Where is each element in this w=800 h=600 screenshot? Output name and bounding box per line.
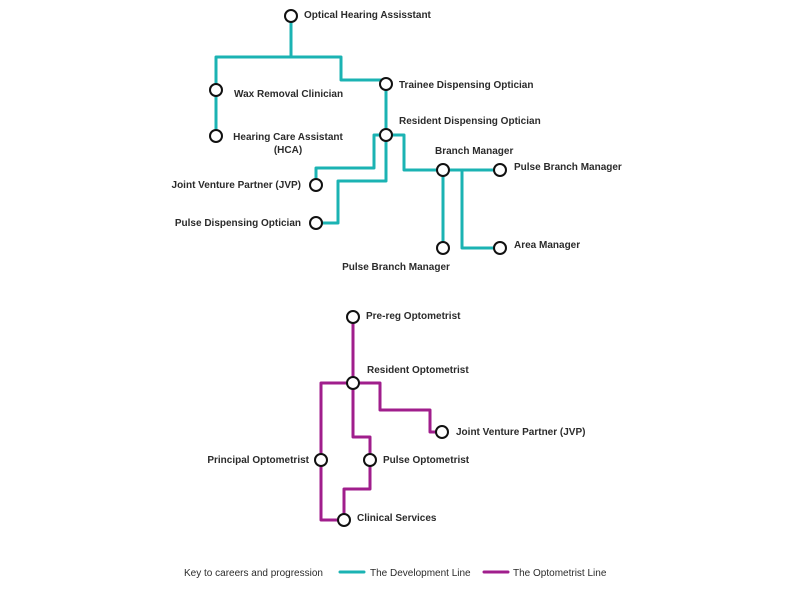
label-joint-venture-partner-dev: Joint Venture Partner (JVP) [172,180,301,191]
station-trainee-dispensing-optician [379,77,393,91]
label-hearing-care-assistant-abbr: (HCA) [274,145,302,156]
label-pulse-optometrist: Pulse Optometrist [383,455,470,466]
label-resident-dispensing-optician: Resident Dispensing Optician [399,116,541,127]
legend-development-label: The Development Line [370,568,471,579]
station-clinical-services [337,513,351,527]
label-pulse-branch-manager-bottom: Pulse Branch Manager [342,262,450,273]
dev-track-trunk [214,14,293,138]
dev-track-to-area [450,168,502,250]
station-wax-removal-clinician [209,83,223,97]
opt-track-to-principal [319,381,355,462]
label-resident-optometrist: Resident Optometrist [367,365,469,376]
label-branch-manager: Branch Manager [435,146,513,157]
station-prereg-optometrist [346,310,360,324]
legend-optometrist-label: The Optometrist Line [513,568,607,579]
station-pulse-branch-manager-bottom [436,241,450,255]
station-pulse-dispensing-optician [309,216,323,230]
label-wax-removal-clinician: Wax Removal Clinician [234,89,343,100]
label-clinical-services: Clinical Services [357,513,437,524]
optometrist-line [319,315,444,522]
station-branch-manager [436,163,450,177]
label-joint-venture-partner-opt: Joint Venture Partner (JVP) [456,427,585,438]
station-optical-hearing-assistant [284,9,298,23]
label-optical-hearing-assistant: Optical Hearing Assisstant [304,10,432,21]
legend: Key to careers and progression The Devel… [184,568,607,579]
station-resident-dispensing-optician [379,128,393,142]
label-prereg-optometrist: Pre-reg Optometrist [366,311,461,322]
opt-track-principal-to-clinical [319,458,346,522]
opt-track-to-pulse [351,381,372,462]
station-principal-optometrist [314,453,328,467]
station-resident-optometrist [346,376,360,390]
label-trainee-dispensing-optician: Trainee Dispensing Optician [399,80,533,91]
label-principal-optometrist: Principal Optometrist [207,455,309,466]
legend-title: Key to careers and progression [184,568,323,579]
dev-track-to-pulse-dispensing [314,133,388,225]
label-area-manager: Area Manager [514,240,580,251]
label-hearing-care-assistant: Hearing Care Assistant [233,132,343,143]
opt-track-pulse-to-clinical [342,458,372,522]
station-hearing-care-assistant [209,129,223,143]
dev-track-to-trainee [289,55,388,137]
station-pulse-optometrist [363,453,377,467]
opt-track-to-jvp [351,381,444,434]
dev-track-to-jvp [314,133,381,187]
station-joint-venture-partner-opt [435,425,449,439]
station-joint-venture-partner-dev [309,178,323,192]
label-pulse-dispensing-optician: Pulse Dispensing Optician [175,218,301,229]
station-area-manager [493,241,507,255]
label-pulse-branch-manager-right: Pulse Branch Manager [514,162,622,173]
station-pulse-branch-manager-right [493,163,507,177]
